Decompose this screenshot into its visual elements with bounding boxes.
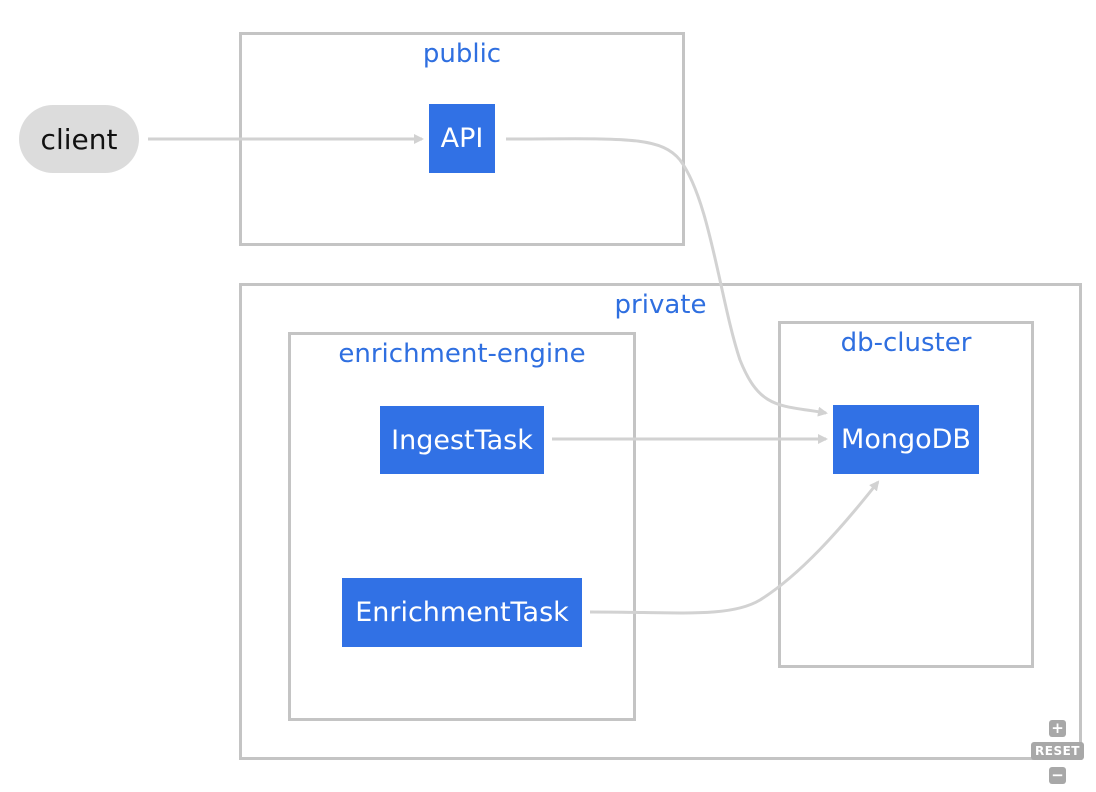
node-mongodb-label: MongoDB	[841, 424, 971, 455]
node-ingesttask-label: IngestTask	[391, 424, 533, 456]
cluster-public-label: public	[422, 39, 502, 69]
cluster-db-cluster-label: db-cluster	[840, 328, 972, 358]
node-client-label: client	[40, 122, 118, 156]
zoom-out-icon: −	[1051, 766, 1064, 784]
zoom-in-icon: +	[1051, 719, 1064, 737]
zoom-out-button[interactable]: −	[1049, 767, 1066, 784]
node-api[interactable]: API	[429, 104, 495, 173]
node-enrichmenttask-label: EnrichmentTask	[355, 597, 569, 628]
reset-zoom-label: RESET	[1035, 744, 1080, 758]
reset-zoom-button[interactable]: RESET	[1031, 742, 1084, 760]
cluster-db-cluster: db-cluster	[778, 321, 1034, 668]
cluster-enrichment-engine-label: enrichment-engine	[338, 339, 586, 369]
node-client[interactable]: client	[19, 105, 139, 173]
node-enrichmenttask[interactable]: EnrichmentTask	[342, 578, 582, 647]
zoom-in-button[interactable]: +	[1049, 720, 1066, 737]
node-api-label: API	[440, 123, 484, 154]
cluster-private-label: private	[614, 290, 707, 320]
cluster-enrichment-engine: enrichment-engine	[288, 332, 636, 721]
node-mongodb[interactable]: MongoDB	[833, 405, 979, 474]
node-ingesttask[interactable]: IngestTask	[380, 406, 544, 474]
